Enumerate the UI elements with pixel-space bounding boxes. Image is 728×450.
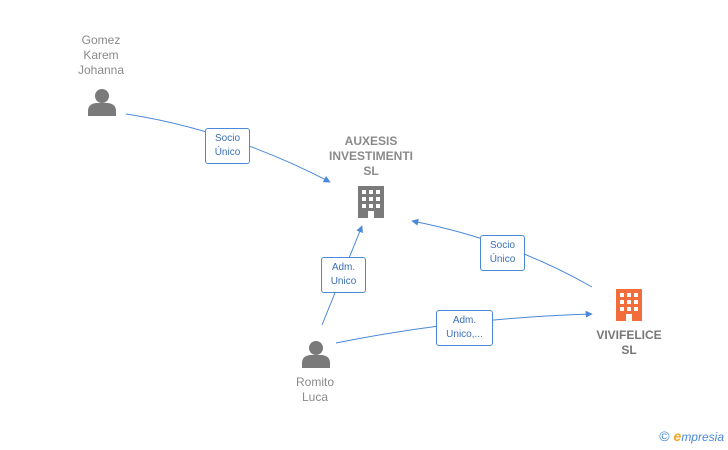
brand-name: empresia: [673, 428, 724, 444]
node-label-gomez[interactable]: Gomez Karem Johanna: [77, 33, 125, 77]
building-icon-highlighted[interactable]: [616, 289, 642, 321]
edge-label-romito-auxesis: Adm. Unico: [321, 257, 366, 293]
copyright-icon: ©: [659, 428, 670, 444]
node-label-romito[interactable]: Romito Luca: [295, 375, 334, 404]
node-label-auxesis[interactable]: AUXESIS INVESTIMENTI SL: [328, 134, 413, 178]
building-icon[interactable]: [358, 186, 384, 218]
edge-label-vivifelice-auxesis: Socio Único: [480, 235, 525, 271]
edge-label-gomez-auxesis: Socio Único: [205, 128, 250, 164]
edge-label-romito-vivifelice: Adm. Unico,...: [436, 310, 493, 346]
person-icon[interactable]: [302, 341, 330, 368]
node-label-vivifelice[interactable]: VIVIFELICE SL: [596, 328, 662, 357]
person-icon[interactable]: [88, 89, 116, 116]
brand-watermark: © empresia: [659, 428, 724, 444]
